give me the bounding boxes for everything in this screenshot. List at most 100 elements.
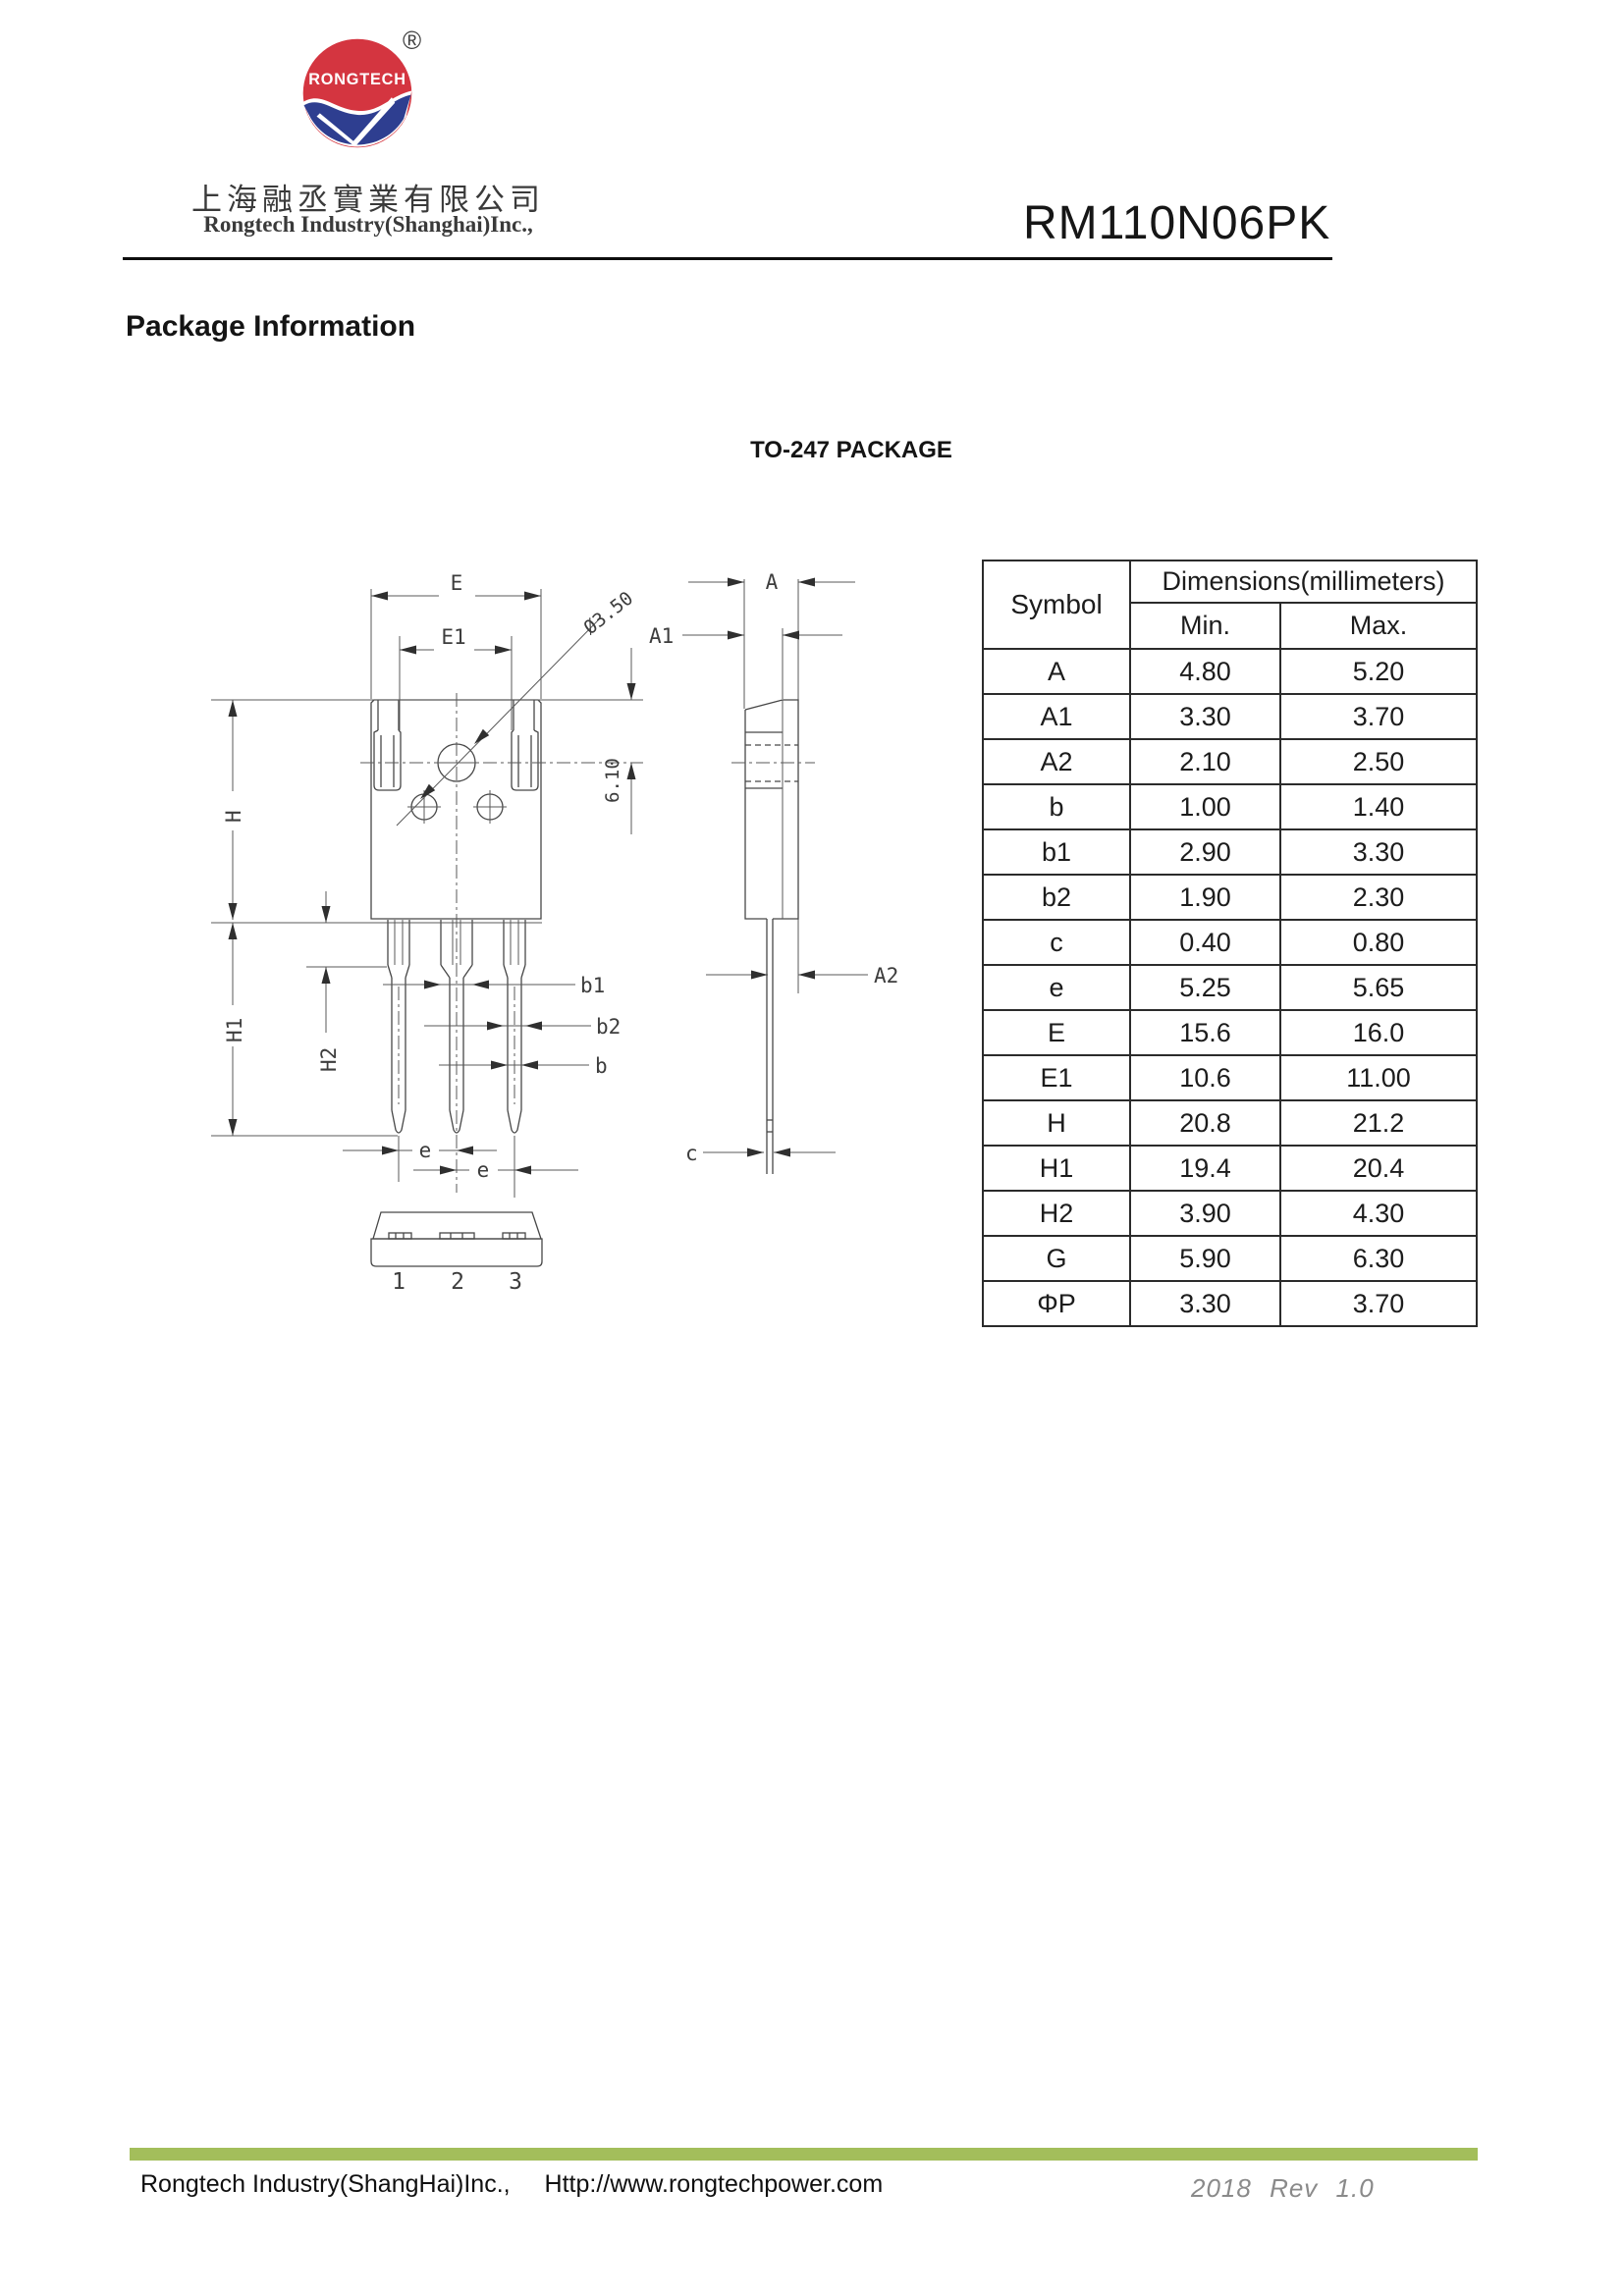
min-cell: 15.6: [1129, 1009, 1281, 1056]
column-header-min: Min.: [1129, 602, 1281, 650]
max-cell: 3.70: [1278, 693, 1479, 740]
symbol-cell: H: [982, 1099, 1131, 1147]
max-cell: 0.80: [1278, 919, 1479, 966]
min-cell: 2.90: [1129, 828, 1281, 876]
max-cell: 5.20: [1278, 648, 1479, 695]
min-cell: 10.6: [1129, 1054, 1281, 1101]
footer-website: Http://www.rongtechpower.com: [544, 2170, 884, 2198]
dim-label-b: b: [595, 1054, 608, 1078]
symbol-cell: E: [982, 1009, 1131, 1056]
dim-label-E1: E1: [441, 625, 465, 649]
max-cell: 2.30: [1278, 874, 1479, 921]
symbol-cell: H1: [982, 1145, 1131, 1192]
column-header-dimensions: Dimensions(millimeters): [1128, 560, 1479, 604]
company-logo: RONGTECH: [298, 33, 417, 158]
drawing-title: TO-247 PACKAGE: [750, 437, 952, 463]
min-cell: 4.80: [1129, 648, 1281, 695]
dim-label-e2: e: [477, 1158, 490, 1182]
min-cell: 3.90: [1129, 1190, 1281, 1237]
dim-label-A2: A2: [874, 964, 898, 988]
max-cell: 3.30: [1278, 828, 1479, 876]
dim-label-E: E: [451, 571, 463, 595]
column-header-symbol: Symbol: [982, 560, 1131, 650]
min-cell: 1.00: [1129, 783, 1281, 830]
symbol-cell: A1: [982, 693, 1131, 740]
symbol-cell: G: [982, 1235, 1131, 1282]
dim-label-b2: b2: [596, 1015, 621, 1039]
symbol-cell: A: [982, 648, 1131, 695]
part-number: RM110N06PK: [1023, 197, 1331, 249]
symbol-cell: c: [982, 919, 1131, 966]
footer-revision: 2018 Rev 1.0: [1191, 2173, 1375, 2203]
rongtech-logo-icon: RONGTECH: [302, 38, 412, 148]
min-cell: 1.90: [1129, 874, 1281, 921]
symbol-cell: ΦP: [982, 1280, 1131, 1327]
min-cell: 20.8: [1129, 1099, 1281, 1147]
symbol-cell: e: [982, 964, 1131, 1011]
package-outline-drawing: E E1 Ø3.50 6.10 H H1 H2 b1 b2 b e e: [211, 570, 898, 1295]
dim-label-hole-diameter: Ø3.50: [580, 587, 638, 639]
footer-company-line: Rongtech Industry(ShangHai)Inc., Http://…: [140, 2170, 883, 2199]
footer-divider-bar: [130, 2148, 1478, 2161]
max-cell: 11.00: [1278, 1054, 1479, 1101]
min-cell: 5.90: [1129, 1235, 1281, 1282]
max-cell: 2.50: [1278, 738, 1479, 785]
max-cell: 5.65: [1278, 964, 1479, 1011]
max-cell: 1.40: [1278, 783, 1479, 830]
pin-number-2: 2: [451, 1269, 464, 1295]
max-cell: 21.2: [1278, 1099, 1479, 1147]
dimensions-table-container: Symbol Dimensions(millimeters) Min. Max.…: [982, 560, 1479, 1327]
dim-label-A: A: [766, 570, 779, 594]
max-cell: 16.0: [1278, 1009, 1479, 1056]
max-cell: 4.30: [1278, 1190, 1479, 1237]
pin-number-1: 1: [392, 1269, 406, 1295]
dimensions-table: Symbol Dimensions(millimeters) Min. Max.…: [982, 560, 1479, 1327]
min-cell: 3.30: [1129, 1280, 1281, 1327]
header-divider: [123, 257, 1332, 260]
column-header-max: Max.: [1278, 602, 1479, 650]
dim-label-H2: H2: [317, 1047, 341, 1072]
logo-brand-text: RONGTECH: [308, 71, 406, 88]
min-cell: 0.40: [1129, 919, 1281, 966]
symbol-cell: H2: [982, 1190, 1131, 1237]
min-cell: 3.30: [1129, 693, 1281, 740]
max-cell: 20.4: [1278, 1145, 1479, 1192]
max-cell: 3.70: [1278, 1280, 1479, 1327]
company-name-chinese: 上海融丞實業有限公司: [191, 183, 545, 218]
dim-label-c: c: [685, 1142, 698, 1165]
symbol-cell: b2: [982, 874, 1131, 921]
dim-label-e1: e: [419, 1139, 432, 1162]
dim-label-H1: H1: [223, 1018, 246, 1042]
registered-trademark-icon: ®: [403, 26, 422, 55]
min-cell: 19.4: [1129, 1145, 1281, 1192]
pin-number-3: 3: [509, 1269, 522, 1295]
symbol-cell: A2: [982, 738, 1131, 785]
company-name-english: Rongtech Industry(Shanghai)Inc.,: [203, 212, 533, 237]
dim-label-6-10: 6.10: [602, 758, 623, 803]
page-title: Package Information: [126, 310, 416, 343]
max-cell: 6.30: [1278, 1235, 1479, 1282]
symbol-cell: b: [982, 783, 1131, 830]
min-cell: 2.10: [1129, 738, 1281, 785]
symbol-cell: E1: [982, 1054, 1131, 1101]
footer-company: Rongtech Industry(ShangHai)Inc.,: [140, 2170, 511, 2198]
dim-label-b1: b1: [580, 974, 605, 997]
symbol-cell: b1: [982, 828, 1131, 876]
dim-label-H: H: [222, 810, 245, 823]
